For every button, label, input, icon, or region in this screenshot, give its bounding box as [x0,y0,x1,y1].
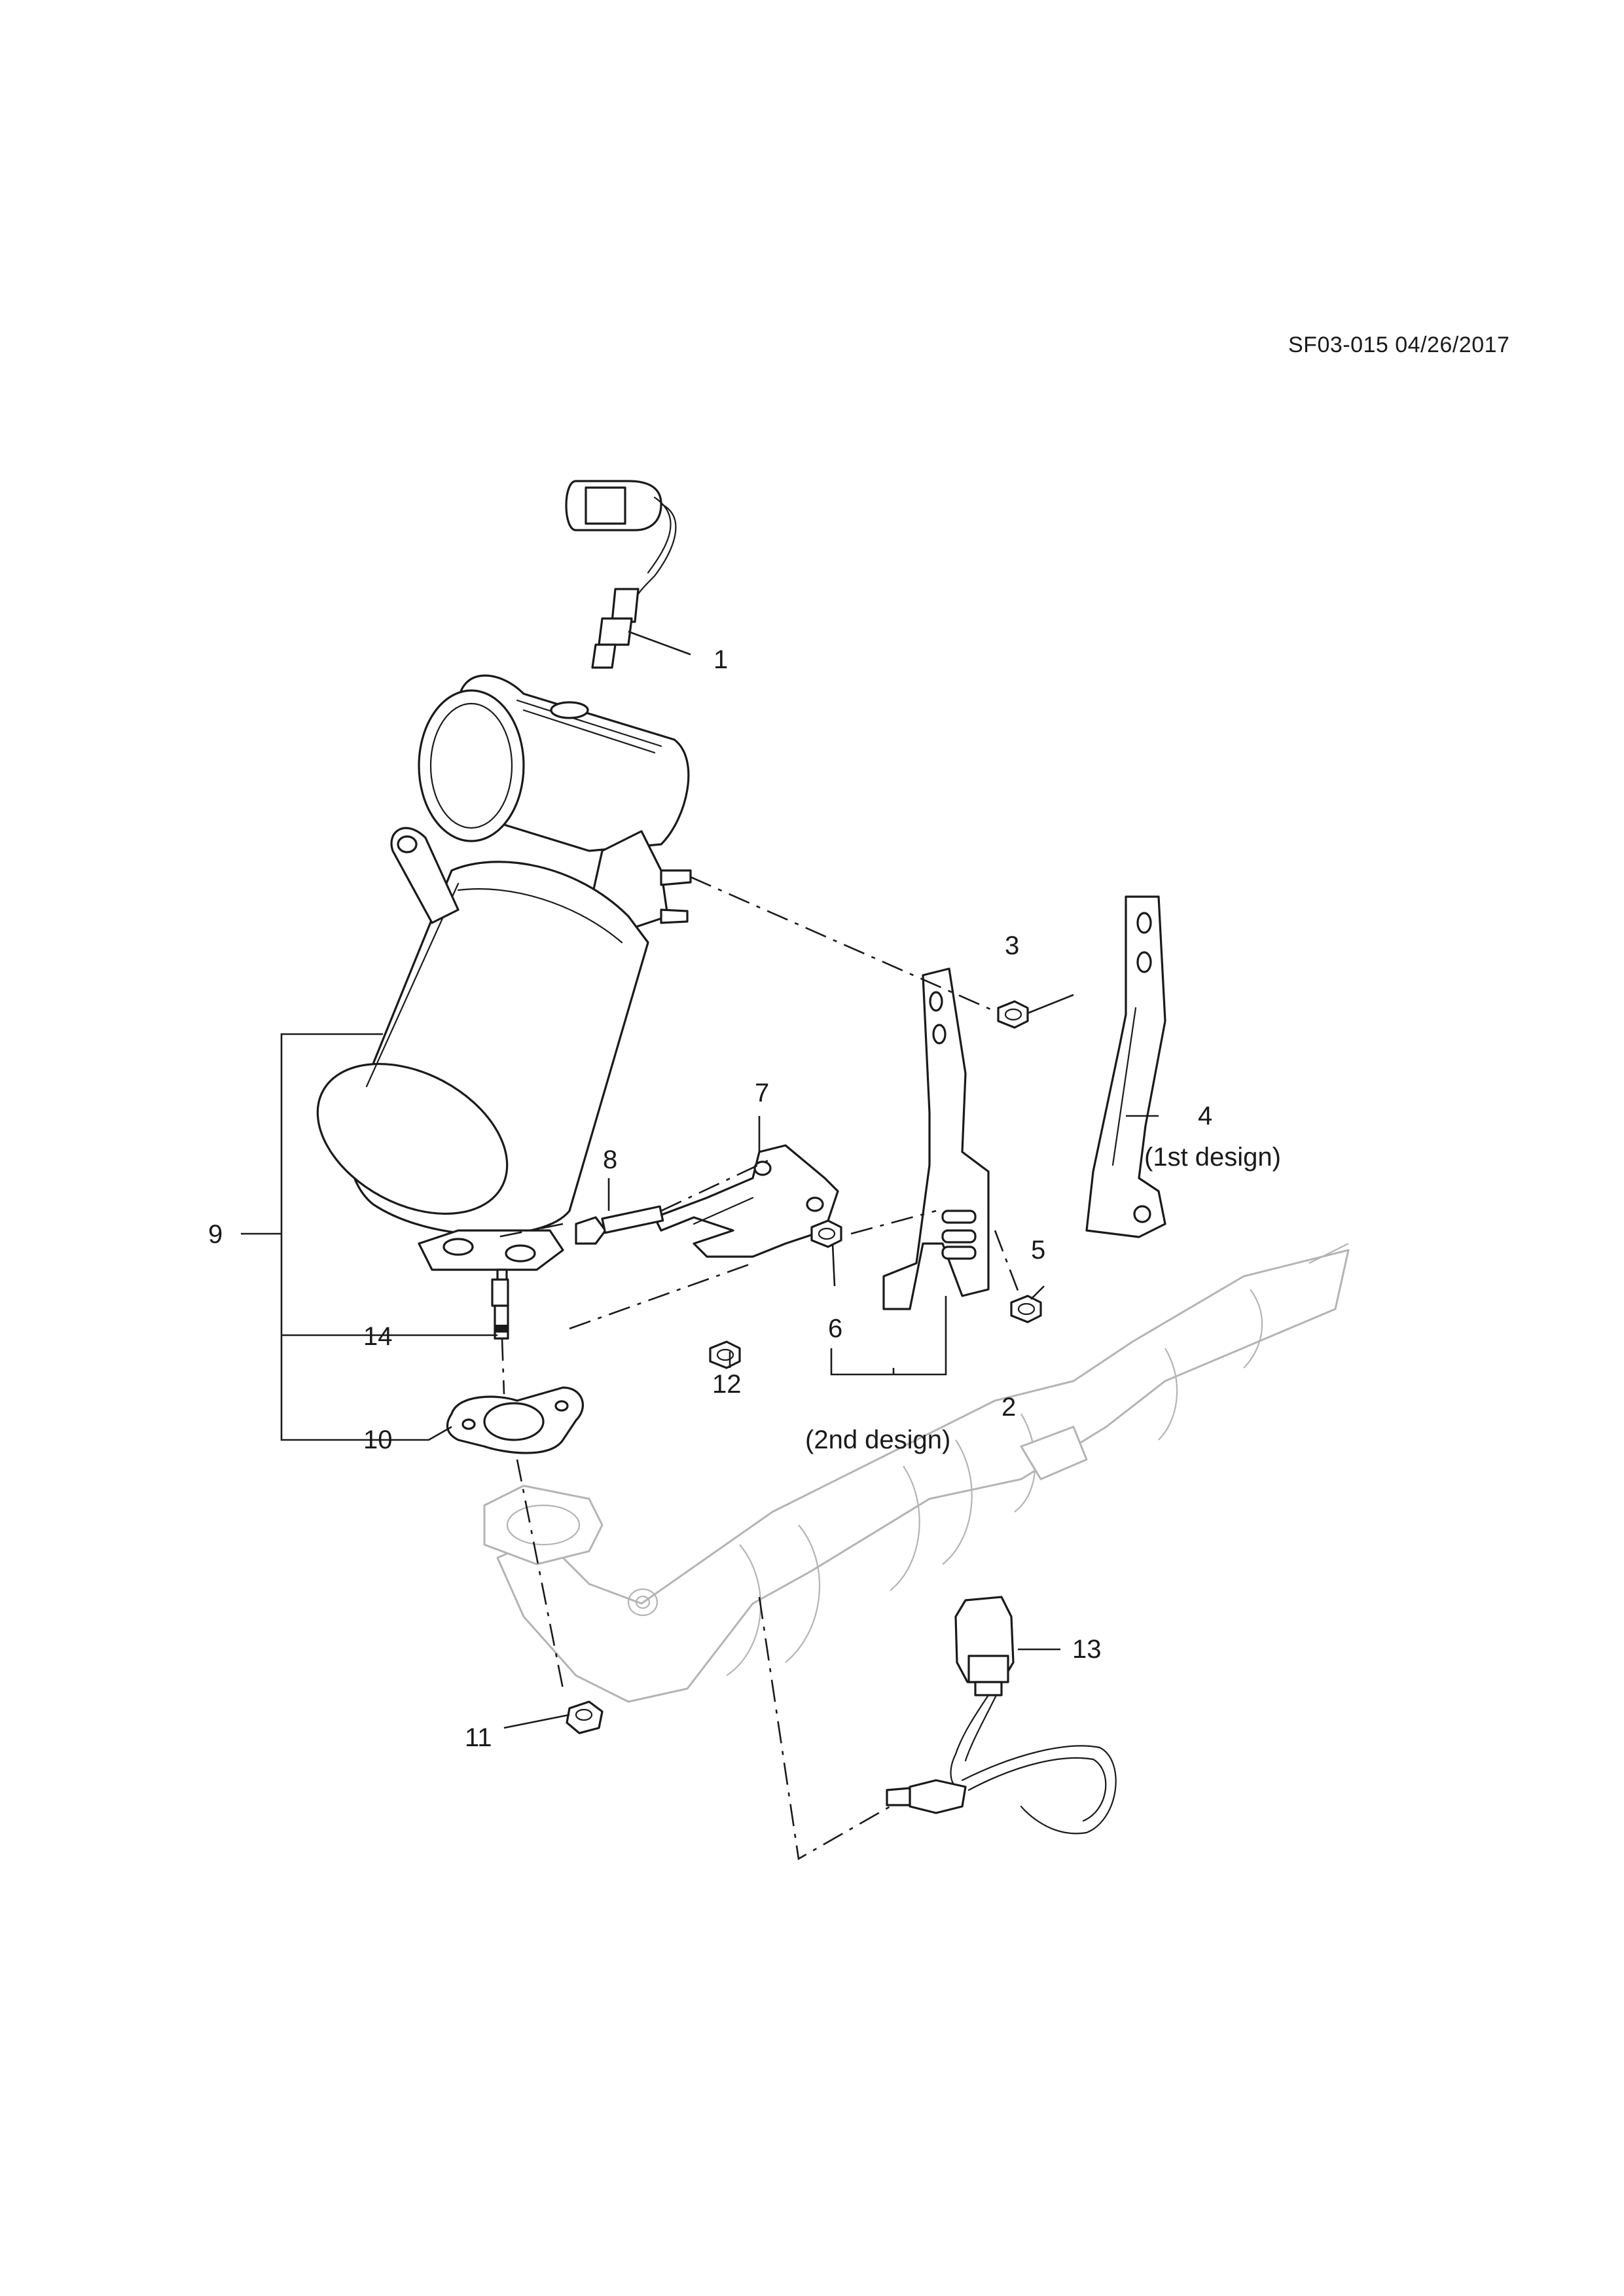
callout-12: 12 [712,1370,742,1399]
nut-item-5 [1010,1295,1042,1323]
nut-item-11 [566,1700,604,1734]
callout-14: 14 [363,1322,393,1351]
callout-11: 11 [465,1723,492,1752]
callout-10: 10 [363,1426,393,1454]
document-code: SF03-015 04/26/2017 [1288,332,1510,357]
callout-9: 9 [208,1220,223,1249]
callout-4: 4 [1198,1102,1213,1130]
stud-item-14 [491,1278,509,1340]
flange-gasket [446,1386,584,1454]
callout-2-note: (2nd design) [805,1426,951,1454]
callout-13: 13 [1072,1635,1102,1664]
callout-8: 8 [603,1145,618,1174]
oxygen-sensor-lower [886,1596,1117,1835]
bracket-2nd-design [882,967,990,1310]
bracket-1st-design [1085,895,1166,1238]
callout-5: 5 [1031,1236,1046,1265]
callout-6: 6 [828,1314,843,1343]
nut-item-3 [997,1000,1029,1029]
front-exhaust-pipe-ghost [483,1243,1350,1703]
nut-item-12 [709,1340,741,1369]
callout-3: 3 [1005,931,1020,960]
nut-item-6 [810,1219,842,1248]
callout-4-note: (1st design) [1144,1143,1281,1172]
leader-lines [241,630,1159,1729]
oxygen-sensor-upper [565,480,677,669]
callout-7: 7 [755,1079,770,1107]
bolt-item-8 [575,1205,664,1245]
assembly-lines [497,876,1022,1861]
callout-1: 1 [713,645,729,674]
catalytic-converter-assembly [316,674,692,1310]
support-bracket [653,1144,839,1258]
callout-2: 2 [1001,1393,1017,1422]
